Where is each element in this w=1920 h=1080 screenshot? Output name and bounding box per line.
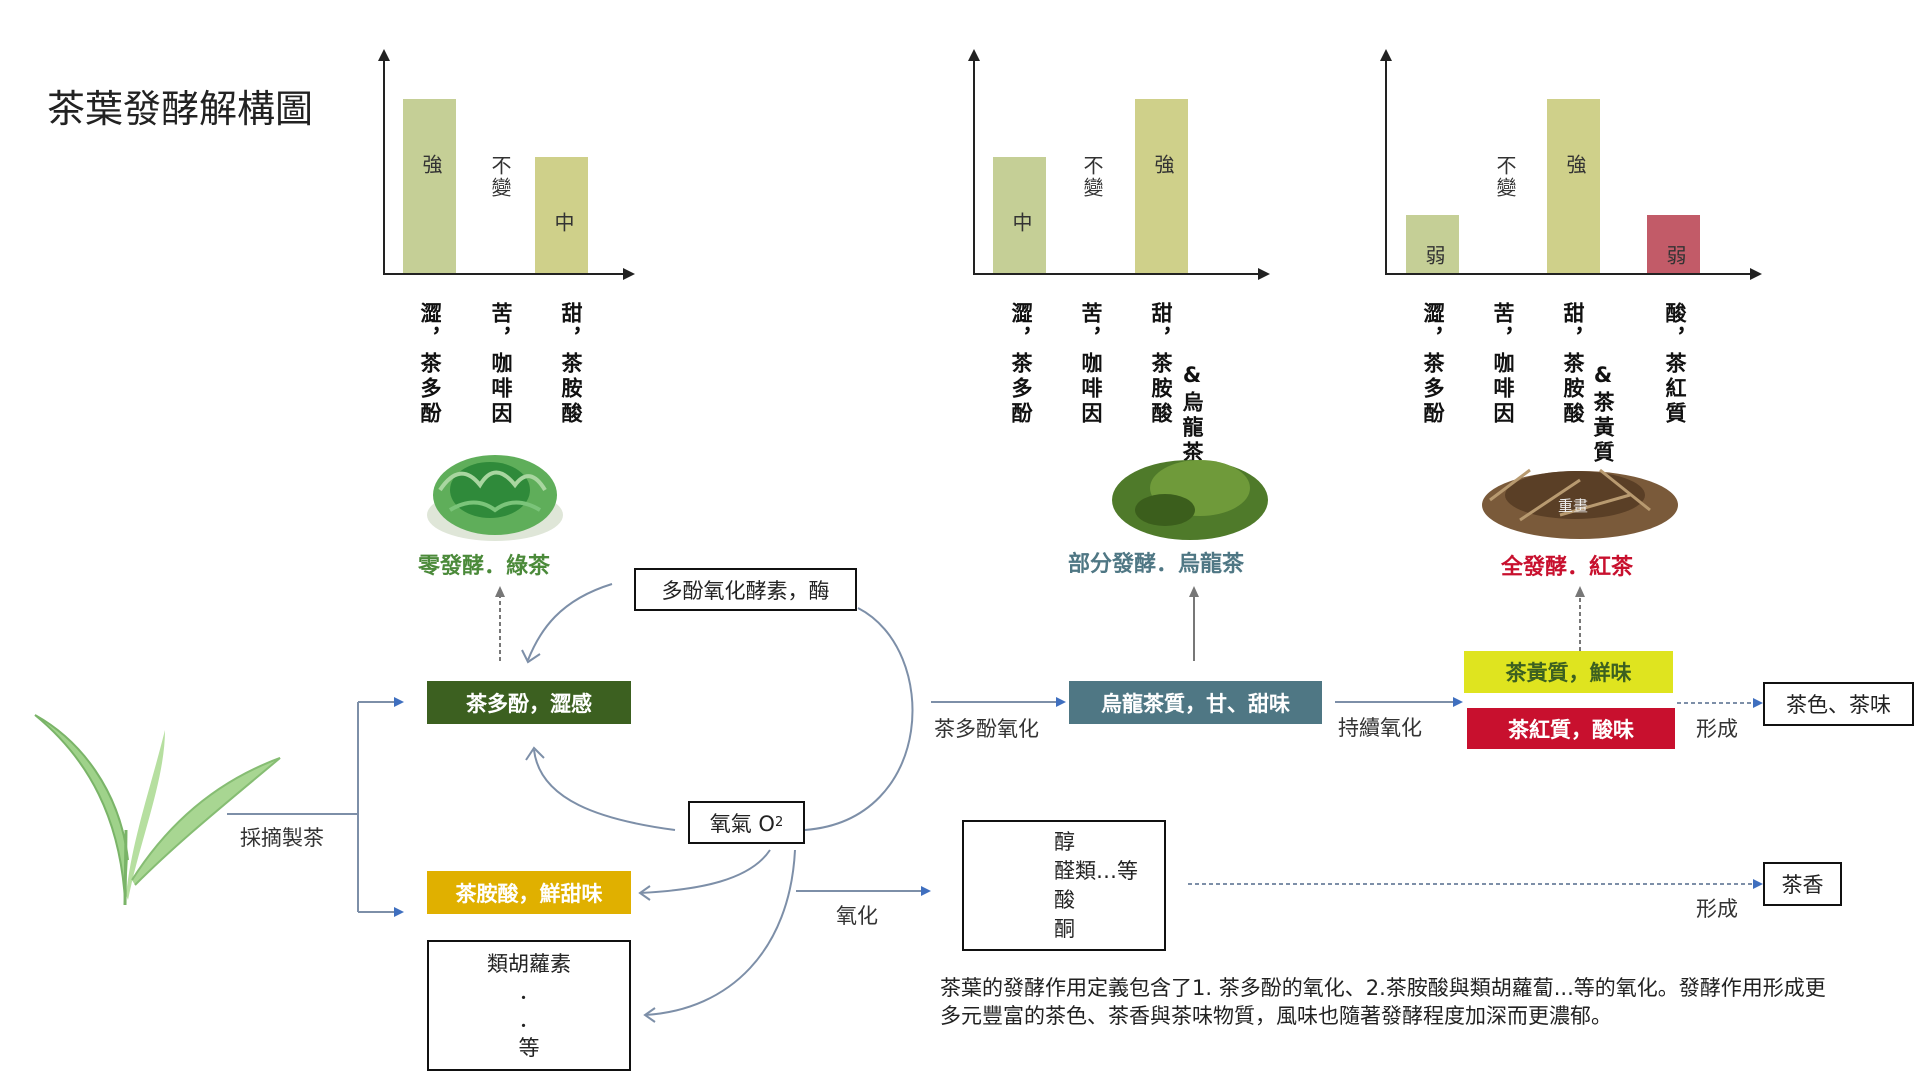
forms-label-2: 形成 bbox=[1696, 897, 1738, 921]
theaflavin-box: 茶黃質，鮮味 bbox=[1464, 651, 1673, 693]
x-axis-arrow-icon bbox=[623, 268, 635, 280]
bar-level-label: 強 bbox=[1563, 154, 1587, 176]
polyphenol-oxidation-label: 茶多酚氧化 bbox=[934, 717, 1039, 741]
category-label: 澀，茶多酚 bbox=[418, 302, 442, 427]
category-label: 苦，咖啡因 bbox=[1491, 302, 1515, 427]
forms-label-1: 形成 bbox=[1696, 717, 1738, 741]
polyphenol-box: 茶多酚，澀感 bbox=[427, 681, 631, 724]
bar-level-label: 強 bbox=[1151, 154, 1175, 176]
category-label: 甜，茶胺酸 bbox=[1149, 302, 1173, 427]
compound-item: 酸 bbox=[1054, 887, 1075, 912]
bar bbox=[1406, 215, 1459, 273]
theanine-box: 茶胺酸，鮮甜味 bbox=[427, 871, 631, 914]
y-axis-arrow-icon bbox=[378, 49, 390, 61]
bar-level-label: 中 bbox=[1009, 212, 1033, 234]
category-label: 苦，咖啡因 bbox=[489, 302, 513, 427]
enzyme-box: 多酚氧化酵素，酶 bbox=[634, 568, 857, 611]
color-taste-box: 茶色、茶味 bbox=[1763, 682, 1914, 726]
bar bbox=[403, 99, 456, 273]
x-axis bbox=[973, 273, 1258, 275]
carotene-line: 等 bbox=[518, 1035, 540, 1060]
bar-level-label: 強 bbox=[419, 154, 443, 176]
y-axis bbox=[973, 55, 975, 275]
tea-leaf-image bbox=[34, 714, 281, 906]
bar bbox=[1547, 99, 1600, 273]
caption-oolong-tea: 部分發酵．烏龍茶 bbox=[1067, 552, 1245, 577]
chart-oolong-tea: 中 不變 強 bbox=[968, 49, 1270, 280]
bar-level-label: 弱 bbox=[1663, 245, 1687, 267]
x-axis bbox=[1385, 273, 1750, 275]
y-axis-arrow-icon bbox=[1380, 49, 1392, 61]
bar bbox=[1647, 215, 1700, 273]
continued-oxidation-label: 持續氧化 bbox=[1338, 716, 1422, 740]
carotene-line: ． bbox=[518, 979, 540, 1004]
bar bbox=[1135, 99, 1188, 273]
bar-level-label: 中 bbox=[551, 212, 575, 234]
aroma-compounds-box: 醇 醛類…等 酸 酮 bbox=[962, 820, 1166, 951]
bar bbox=[535, 157, 588, 273]
x-axis-arrow-icon bbox=[1750, 268, 1762, 280]
oxygen-label: 氧氣 O bbox=[709, 811, 775, 836]
category-label: 苦，咖啡因 bbox=[1079, 302, 1103, 427]
image-watermark: 重畫 bbox=[1558, 497, 1589, 515]
carotene-line: 類胡蘿素 bbox=[487, 951, 571, 976]
description-paragraph: 茶葉的發酵作用定義包含了1. 茶多酚的氧化、2.茶胺酸與類胡蘿蔔...等的氧化。… bbox=[940, 976, 1826, 1028]
oxygen-subscript: 2 bbox=[774, 815, 784, 830]
pick-label: 採摘製茶 bbox=[240, 826, 324, 850]
green-tea-image bbox=[427, 455, 563, 541]
y-axis bbox=[1385, 55, 1387, 275]
oxidation-label: 氧化 bbox=[836, 904, 878, 928]
connector-lines bbox=[227, 583, 1755, 1016]
category-label: 酸，茶紅質 bbox=[1663, 302, 1687, 427]
bar-level-label: 弱 bbox=[1422, 245, 1446, 267]
bar-level-label: 不變 bbox=[1080, 155, 1104, 199]
compound-item: 醇 bbox=[1054, 829, 1075, 854]
bar bbox=[993, 157, 1046, 273]
chart-black-tea: 弱 不變 強弱 bbox=[1380, 49, 1762, 280]
oolong-box: 烏龍茶質，甘、甜味 bbox=[1069, 681, 1322, 724]
caption-black-tea: 全發酵．紅茶 bbox=[1500, 555, 1634, 580]
thearubigin-box: 茶紅質，酸味 bbox=[1467, 708, 1675, 749]
black-tea-image bbox=[1482, 468, 1678, 539]
y-axis bbox=[383, 55, 385, 275]
bar-level-label: 不變 bbox=[488, 155, 512, 199]
carotene-box: 類胡蘿素 ． ． 等 bbox=[427, 940, 631, 1071]
category-label: 澀，茶多酚 bbox=[1009, 302, 1033, 427]
category-label: 甜，茶胺酸 bbox=[559, 302, 583, 427]
page-title: 茶葉發酵解構圖 bbox=[47, 87, 314, 131]
chart-green-tea: 強 不變中 bbox=[378, 49, 635, 280]
x-axis bbox=[383, 273, 623, 275]
aroma-box: 茶香 bbox=[1763, 862, 1842, 906]
compound-item: 醛類…等 bbox=[1054, 858, 1138, 883]
caption-green-tea: 零發酵．綠茶 bbox=[417, 554, 551, 579]
category-extra-label: &茶黃質 bbox=[1591, 363, 1615, 466]
carotene-line: ． bbox=[518, 1007, 540, 1032]
category-label: 澀，茶多酚 bbox=[1421, 302, 1445, 427]
oolong-tea-image bbox=[1112, 460, 1268, 540]
compound-item: 酮 bbox=[1054, 916, 1075, 941]
x-axis-arrow-icon bbox=[1258, 268, 1270, 280]
y-axis-arrow-icon bbox=[968, 49, 980, 61]
bar-level-label: 不變 bbox=[1493, 155, 1517, 199]
arrowheads bbox=[394, 697, 1763, 917]
category-label: 甜，茶胺酸 bbox=[1561, 302, 1585, 427]
